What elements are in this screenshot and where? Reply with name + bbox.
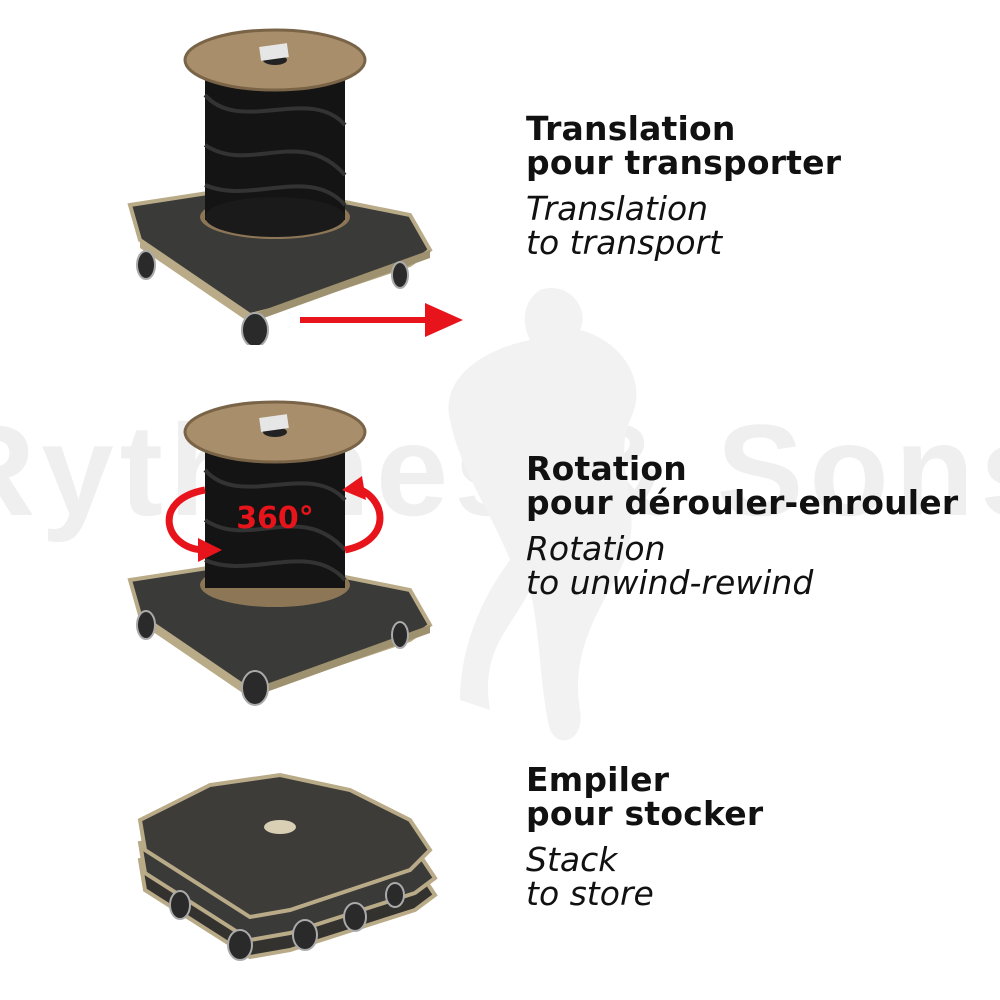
en-subtitle: to unwind-rewind xyxy=(526,563,814,602)
cable-spool xyxy=(183,28,367,239)
fr-title: Empiler xyxy=(526,760,670,799)
fr-title: Rotation xyxy=(526,449,687,488)
fr-subtitle: pour dérouler-enrouler xyxy=(526,483,959,522)
en-title: Stack xyxy=(526,840,618,879)
en-title: Translation xyxy=(526,189,709,228)
dancer-logo-icon xyxy=(448,288,637,741)
dolly-spool-1-icon xyxy=(127,28,433,345)
en-title: Rotation xyxy=(526,529,666,568)
fr-title: Translation xyxy=(526,109,736,148)
casters xyxy=(136,610,409,706)
casters xyxy=(169,882,405,961)
en-subtitle: to transport xyxy=(526,223,723,262)
rotation-badge: 360° xyxy=(236,501,314,536)
translation-arrow-icon xyxy=(300,303,463,337)
section-stack: Empiler pour stocker Stack to store xyxy=(526,763,763,911)
section-rotation: Rotation pour dérouler-enrouler Rotation… xyxy=(526,452,958,600)
fr-subtitle: pour stocker xyxy=(526,794,764,833)
section-translation: Translation pour transporter Translation… xyxy=(526,112,841,260)
stacked-dollies-icon xyxy=(137,772,438,961)
en-subtitle: to store xyxy=(526,874,654,913)
cable-spool xyxy=(183,400,367,607)
casters xyxy=(136,250,409,345)
fr-subtitle: pour transporter xyxy=(526,143,842,182)
dolly-spool-2-icon: 360° xyxy=(127,400,433,706)
stack-layer xyxy=(137,772,438,960)
